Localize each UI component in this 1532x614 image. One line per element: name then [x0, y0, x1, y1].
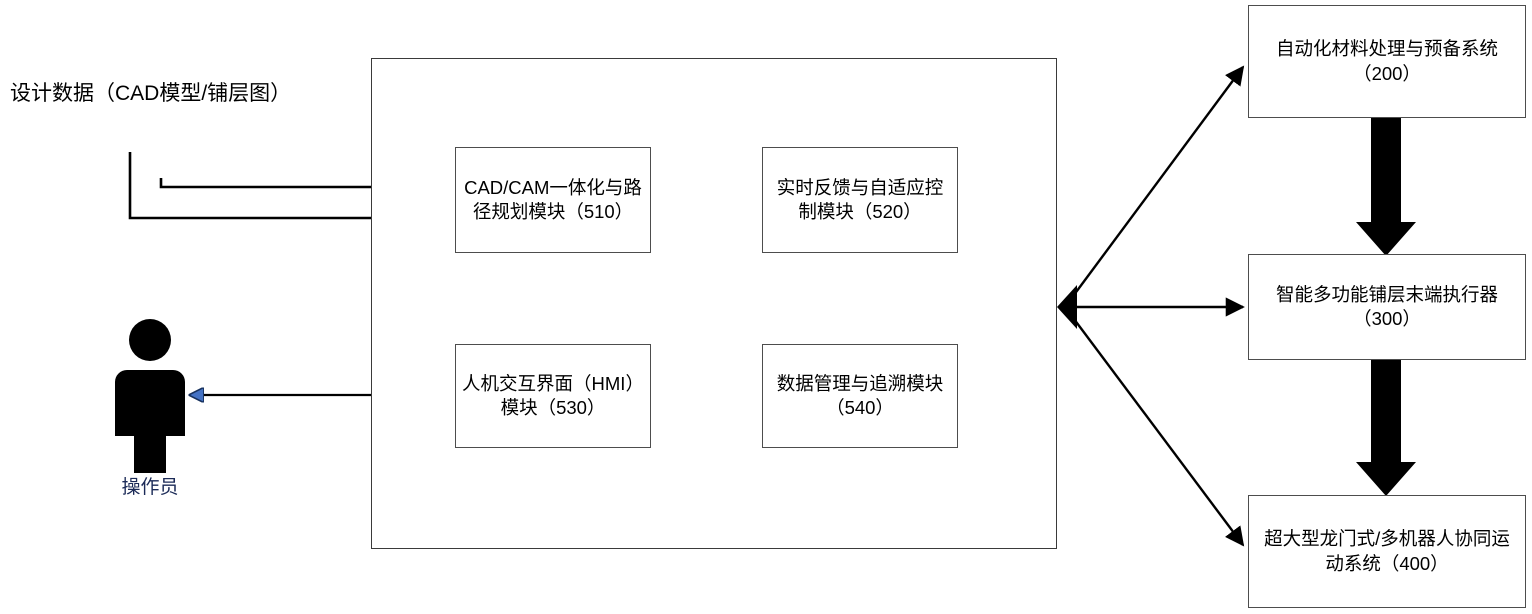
module-540-label: 数据管理与追溯模块（540） [776, 372, 944, 418]
platform-hub-arrowhead [1057, 285, 1077, 329]
module-510-box[interactable]: CAD/CAM一体化与路径规划模块（510） [455, 147, 651, 253]
platform-subsystem-links [1064, 65, 1245, 547]
module-510-label: CAD/CAM一体化与路径规划模块（510） [464, 176, 642, 222]
subsystem-300-box[interactable]: 智能多功能铺层末端执行器（300） [1248, 254, 1526, 360]
subsystem-300-label: 智能多功能铺层末端执行器（300） [1275, 283, 1498, 329]
subsystem-400-label: 超大型龙门式/多机器人协同运动系统（400） [1264, 528, 1510, 574]
platform-500-container[interactable] [371, 58, 1057, 549]
module-520-box[interactable]: 实时反馈与自适应控制模块（520） [762, 147, 958, 253]
arrow-200-300 [1356, 118, 1416, 256]
subsystem-200-box[interactable]: 自动化材料处理与预备系统（200） [1248, 5, 1526, 118]
operator-label: 操作员 [121, 477, 179, 498]
subsystem-400-box[interactable]: 超大型龙门式/多机器人协同运动系统（400） [1248, 495, 1526, 608]
module-530-box[interactable]: 人机交互界面（HMI）模块（530） [455, 344, 651, 448]
design-data-route [128, 152, 410, 220]
design-data-label: 设计数据（CAD模型/铺层图） [10, 82, 292, 105]
operator-icon [115, 319, 185, 473]
subsystem-200-label: 自动化材料处理与预备系统（200） [1275, 38, 1498, 84]
module-520-label: 实时反馈与自适应控制模块（520） [776, 176, 944, 222]
module-540-box[interactable]: 数据管理与追溯模块（540） [762, 344, 958, 448]
arrow-300-400 [1356, 360, 1416, 496]
module-530-label: 人机交互界面（HMI）模块（530） [462, 372, 644, 418]
